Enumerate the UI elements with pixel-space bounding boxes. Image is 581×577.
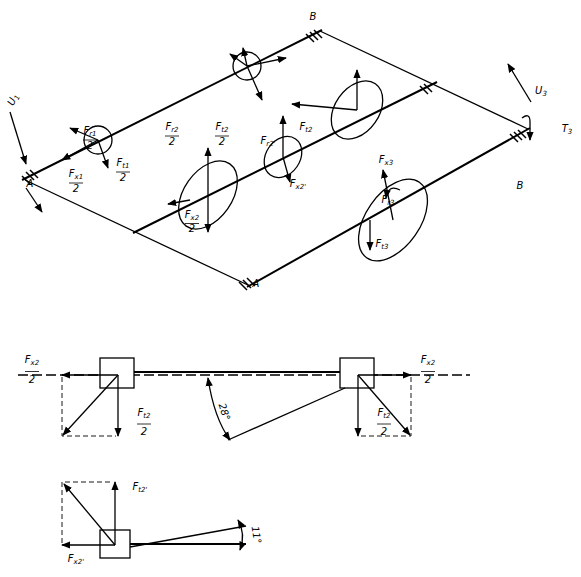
fraction-bar — [137, 424, 151, 425]
force-label: A — [27, 179, 34, 189]
force-label: 2 — [73, 184, 79, 194]
force-label: Ft2 — [378, 408, 391, 420]
force-label: Fx2' — [68, 554, 84, 566]
force-label: Fx1 — [69, 169, 83, 181]
fraction-bar — [421, 371, 435, 372]
force-label: Fx2 — [185, 210, 199, 222]
force-label: Fx2' — [290, 179, 306, 191]
force-label: U3 — [535, 86, 547, 98]
fraction-bar — [377, 424, 391, 425]
force-label: A — [253, 279, 260, 289]
force-label: Ft2 — [216, 122, 229, 134]
force-label: Ft2' — [133, 482, 148, 494]
force-label: 2 — [29, 375, 35, 385]
force-label: B — [517, 181, 524, 191]
force-label: Ft3 — [376, 239, 389, 251]
force-label: Ft2 — [138, 408, 151, 420]
force-label: 2 — [425, 375, 431, 385]
force-label: 2 — [169, 137, 175, 147]
force-label: 2 — [120, 173, 126, 183]
force-label: Fx2 — [25, 355, 39, 367]
force-label: 11° — [250, 525, 263, 544]
force-label: Fr2' — [260, 136, 275, 148]
force-label: Fx3 — [379, 155, 393, 167]
force-label: T3 — [562, 124, 573, 136]
force-label: Fr1 — [83, 126, 96, 138]
force-label: 2 — [189, 224, 195, 234]
force-label: Fr2 — [165, 122, 178, 134]
force-label: 2 — [219, 137, 225, 147]
force-label: Ft1 — [117, 158, 130, 170]
force-label: U1 — [6, 92, 22, 108]
force-label: 2 — [87, 141, 93, 151]
fraction-bar — [25, 371, 39, 372]
force-label: B — [310, 12, 317, 22]
force-label: Ft2 — [300, 122, 313, 134]
force-label: 2 — [381, 427, 387, 437]
force-label: Fr3 — [381, 195, 394, 207]
force-label: 2 — [141, 427, 147, 437]
force-label: Fx2 — [421, 355, 435, 367]
